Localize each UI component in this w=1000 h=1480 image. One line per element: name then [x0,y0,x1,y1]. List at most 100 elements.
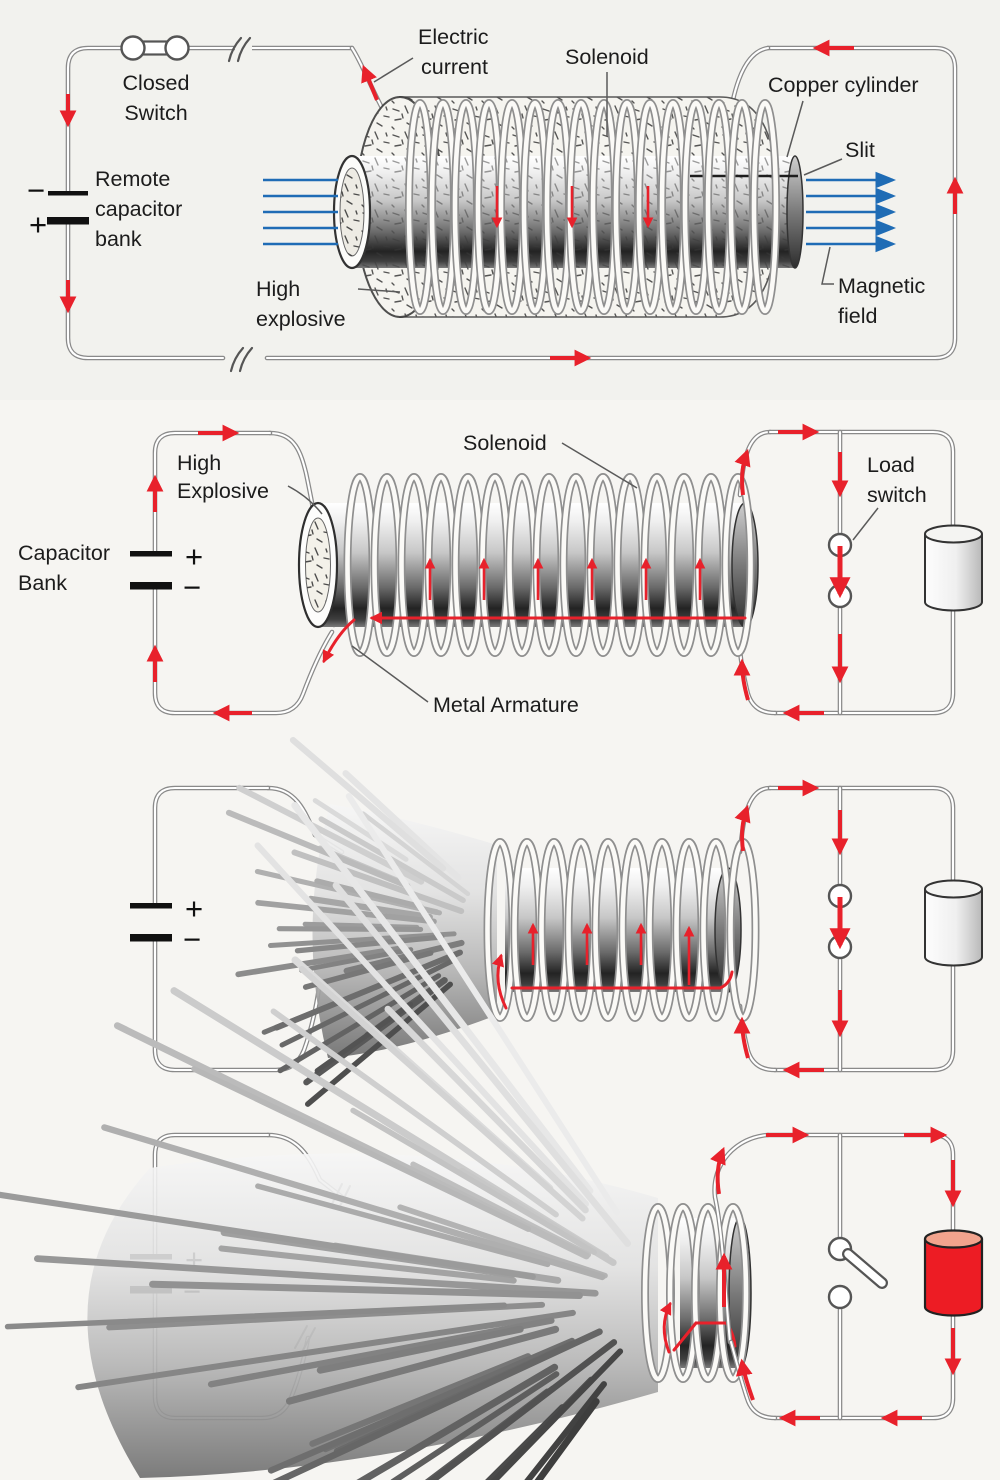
panel-4-energized: + − [0,793,984,1480]
explosion-streak [342,770,462,881]
explosion-streak [302,921,420,930]
panel2-labels: Capacitor Bank High Explosive Solenoid M… [18,431,927,717]
high-explosive-label: High [177,451,221,475]
explosion-streak [273,949,463,1031]
explosion-streak [291,802,594,1195]
capacitor-minus-sign: − [27,173,45,208]
load-cylinder [924,524,983,612]
load-switch-open-symbol [827,1236,888,1310]
explosion-streak [485,1404,566,1480]
solenoid-label: Solenoid [463,431,547,455]
explosion-streak [289,736,447,872]
magnetic-field-label-2: field [838,304,877,328]
explosion-streak [276,926,424,933]
closed-switch-symbol [120,35,190,61]
explosion-streak [298,965,586,1222]
explosion-streak [291,849,465,915]
magnetic-field-arrows-out [806,171,897,253]
explosion-streak [332,882,632,1247]
high-explosive-label-2: explosive [256,307,346,331]
explosion-streak [294,934,445,954]
capacitor-wire-gap [147,556,163,583]
coil-ring-highlight [717,1204,749,1382]
remote-capacitor-label-2: capacitor [95,197,182,221]
coil-current-arrows [491,186,654,229]
solenoid-label: Solenoid [565,45,649,69]
load-cylinder-energized [923,1229,984,1317]
explosion-streak [101,1124,606,1281]
capacitor-plus-sign: + [29,207,47,242]
slit-label: Slit [845,138,875,162]
high-explosive-label: High [256,277,300,301]
explosion-streak [75,1309,576,1391]
remote-capacitor-bank-symbol: − + [27,173,89,242]
explosion-streak [384,1005,589,1214]
explosion-streak [235,945,401,978]
explosion-streak [149,1280,583,1300]
cylinder-mouth [332,154,372,270]
explosion-streak [360,811,471,897]
explosion-streak [356,1363,559,1480]
armature-current-path [491,953,734,1010]
capacitor-bank-symbol: + − [130,539,203,605]
generator-assembly [483,838,760,1022]
explosion-streak [255,899,437,925]
remote-capacitor-label: Remote [95,167,170,191]
armature-end-face [297,501,339,629]
electric-current-label-2: current [421,55,488,79]
explosion-streak [272,1328,603,1480]
explosion-streak [285,1325,560,1405]
capacitor-bank-symbol: + − [130,891,203,957]
closed-switch-label: Closed [123,71,190,95]
explosion-streak [254,842,589,1208]
explosion-streak [390,1371,560,1480]
explosion-streak [270,1008,559,1218]
explosion-streak [345,793,620,1216]
explosion-streak [428,1339,618,1480]
generator-assembly [297,473,759,664]
panel2-circuit-arrows [146,423,851,722]
remote-capacitor-label-3: bank [95,227,142,251]
explosion-streak [225,809,411,889]
explosion-streak [312,798,409,862]
load-cylinder [924,879,983,967]
generator-assembly [263,96,897,318]
explosion-flare [225,736,497,1107]
panel-2-armed: + − [18,423,983,722]
explosion-streak [4,1302,508,1330]
panel1-circuit-arrows [59,39,964,367]
copper-cylinder-label: Copper cylinder [768,73,919,97]
magnetic-field-label: Magnetic [838,274,925,298]
coil-ring-highlight [723,474,753,656]
panel3-circuit-arrows [733,779,851,1079]
explosion-streak [218,1245,517,1284]
explosion-streak [490,1348,624,1480]
magnetic-field-lines-in [263,178,338,246]
armature-current-path [322,611,747,664]
capacitor-bank-label-2: Bank [18,571,67,595]
coil-current-arrows [527,922,695,985]
capacitor-plus-sign: + [185,891,203,926]
load-switch-symbol [827,532,853,609]
coil-current-arrows [424,557,706,600]
wire-break-marks [227,36,254,373]
metal-armature-label: Metal Armature [433,693,579,717]
electric-current-label: Electric [418,25,489,49]
high-explosive-fill [305,518,331,612]
capacitor-wire-gap [60,193,76,219]
explosion-flare [0,793,659,1480]
closed-switch-label-2: Switch [124,101,187,125]
explosion-streak [309,1353,532,1447]
solenoid-coil [641,1203,750,1383]
load-switch-label-2: switch [867,483,927,507]
load-switch-label: Load [867,453,915,477]
explosion-streak [524,1381,607,1480]
capacitor-bank-label: Capacitor [18,541,110,565]
panel-3-detonation: + − [130,736,983,1107]
capacitor-minus-sign: − [183,922,201,957]
panel-1-charging: − + [27,25,964,373]
explosion-streak [397,1204,608,1279]
panel4-circuit-arrows [710,1126,962,1427]
